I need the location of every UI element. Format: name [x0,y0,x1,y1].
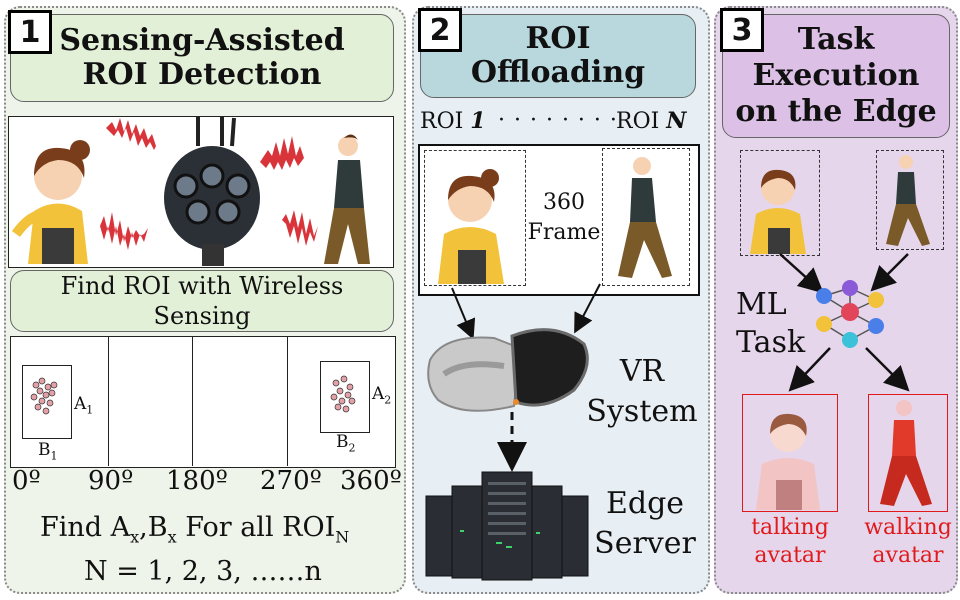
ml-task-label: ML Task [736,287,806,360]
point-cluster-1 [30,377,58,415]
task-walking-woman-icon [886,155,930,246]
walking-woman-icon [324,134,370,264]
roi-first-label: ROI 1 [420,108,486,134]
sensing-scene-illustration [11,116,370,266]
box2-b-label: B2 [336,432,356,455]
walking-avatar-box [868,394,948,512]
ml-task-network [779,253,910,392]
box1-a-label: A1 [74,394,94,417]
step-number-3: 3 [720,8,764,52]
roi-dots: · · · · · · · · [498,108,618,133]
roi-crop-n [602,148,690,286]
edge-server-icon [425,471,589,581]
panel1-title: Sensing-Assisted ROI Detection [10,14,394,102]
tick-0: 0º [12,466,41,496]
frame-talking-woman-icon [438,169,504,284]
formula-line-1: Find Ax,Bx For all ROIN [40,512,350,547]
roi-box-2 [320,361,370,433]
talking-avatar-icon [756,413,820,510]
tick-270: 270º [260,466,322,496]
talking-avatar-box [742,394,838,512]
tick-90: 90º [88,466,134,496]
find-roi-label: Find ROI with Wireless Sensing [10,270,394,332]
panel3-title: Task Execution on the Edge [722,14,950,138]
divider-180 [192,336,193,466]
edge-server-label: Edge Server [594,486,696,561]
vr-headset-icon [427,328,589,412]
frame-walking-woman-icon [618,157,672,278]
walking-avatar-label: walking avatar [864,515,952,568]
step-number-2: 2 [418,8,462,52]
signal-waves [100,118,318,250]
offload-arrows [451,283,601,472]
box2-a-label: A2 [372,384,392,407]
walking-avatar-icon [880,400,932,506]
panel2-title: ROI Offloading [420,14,696,98]
step-number-1: 1 [8,10,52,54]
task-talking-woman-icon [750,169,806,254]
divider-270 [287,336,288,466]
frame-label: 360 Frame [527,190,601,245]
divider-90 [108,336,109,466]
formula-line-2: N = 1, 2, 3, ……n [84,556,322,587]
tick-360: 360º [340,466,402,496]
point-cluster-2 [330,375,356,413]
talking-woman-icon [11,140,90,264]
task-roi-n [876,150,944,250]
roi-last-label: ROI N [616,108,687,134]
tick-180: 180º [166,466,228,496]
talking-avatar-label: talking avatar [751,515,829,568]
vr-system-label: VR System [586,354,698,429]
360-camera-icon [164,116,260,266]
roi-crop-1 [424,150,526,286]
box1-b-label: B1 [38,440,58,463]
